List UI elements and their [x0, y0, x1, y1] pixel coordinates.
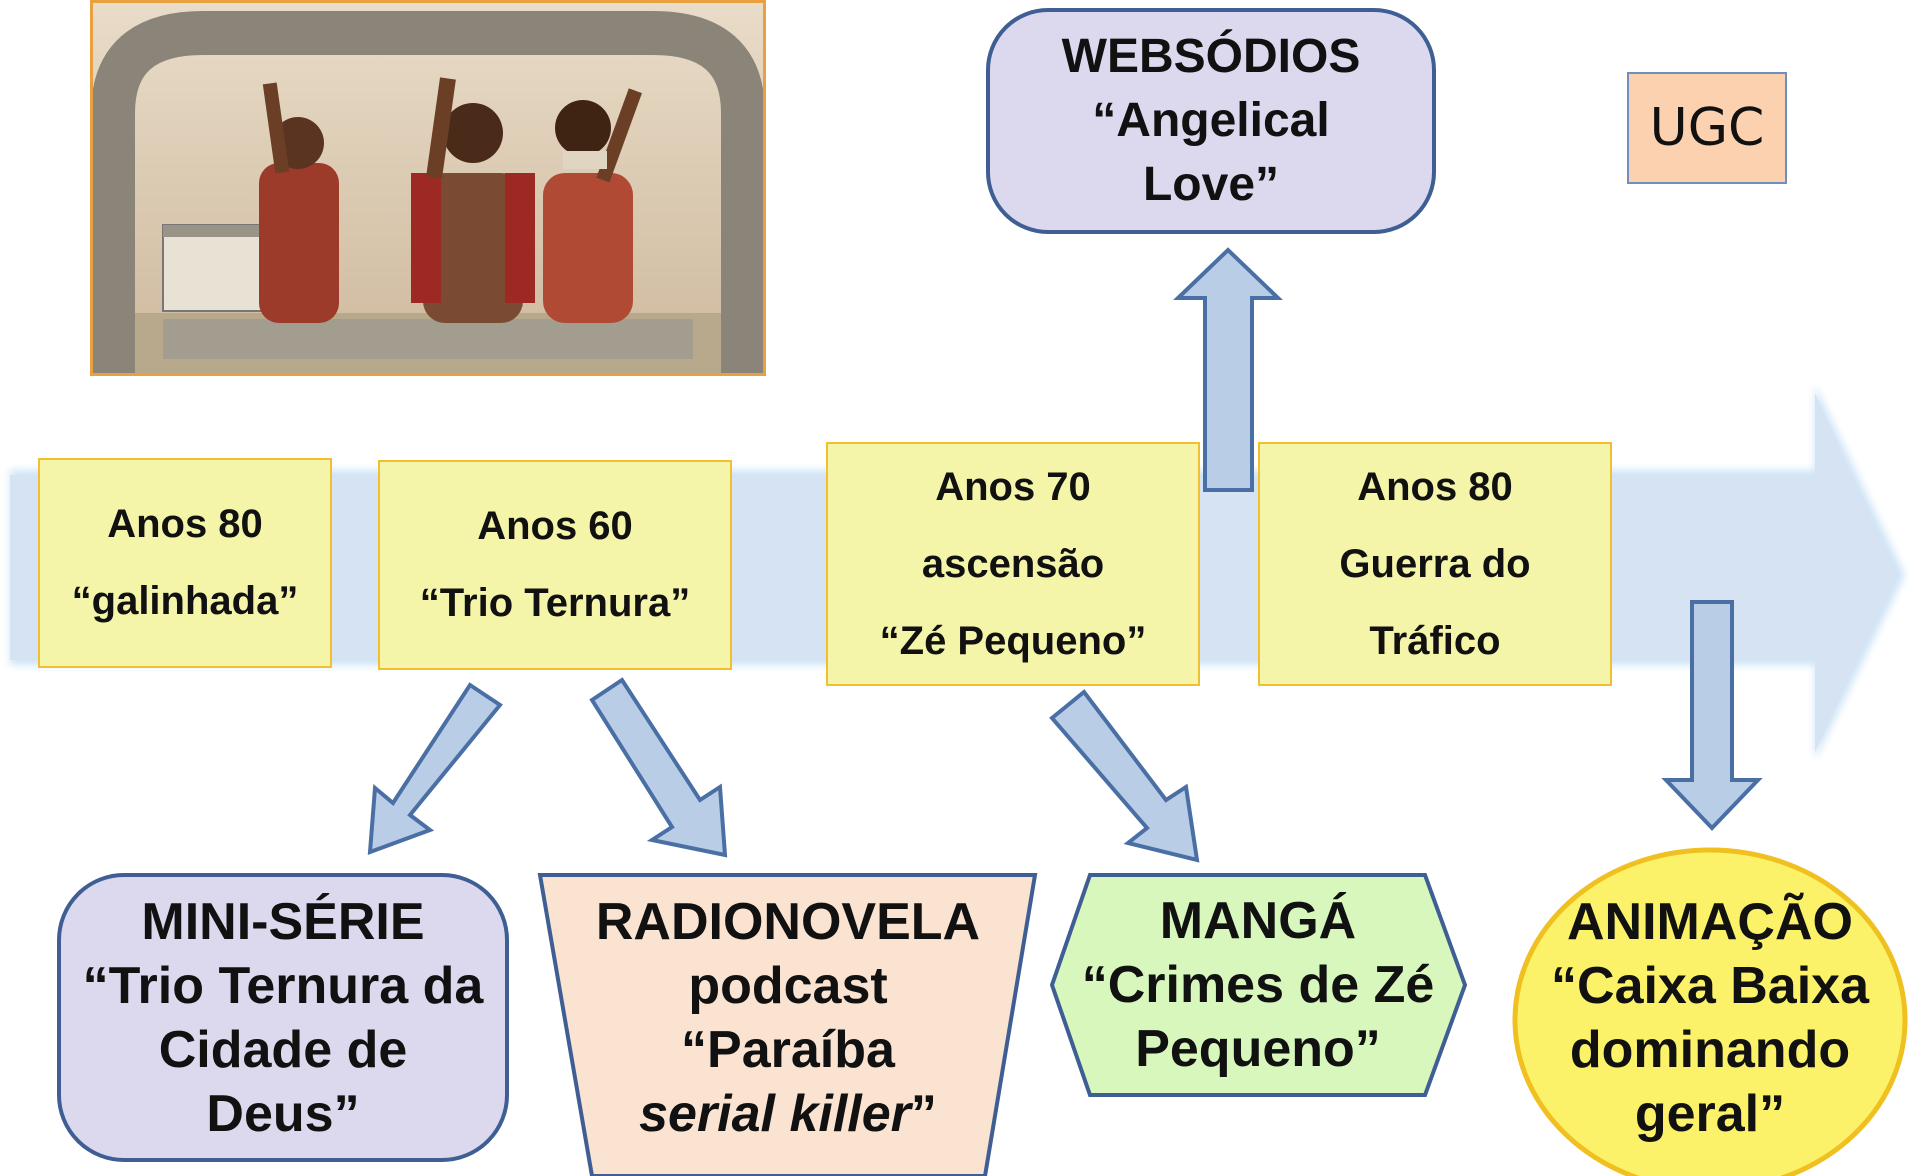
miniserie-title: MINI-SÉRIE [141, 893, 425, 951]
radionovela-title: RADIONOVELA [595, 893, 981, 951]
manga-shape [1049, 873, 1468, 1097]
era-line: Guerra do [1339, 541, 1531, 586]
radionovela-italic: serial killer [639, 1085, 911, 1143]
websodios-title: WEBSÓDIOS [1061, 30, 1361, 83]
websodios-shape [986, 8, 1436, 234]
miniserie-shape [57, 873, 509, 1162]
arrow-to-radionovela [589, 677, 728, 858]
miniserie-label: MINI-SÉRIE “Trio Ternura da Cidade de De… [62, 890, 504, 1146]
animacao-line: dominando [1569, 1021, 1851, 1079]
manga-line: Pequeno” [1135, 1020, 1381, 1078]
ugc-badge: UGC [1627, 72, 1787, 184]
arrow-up-websodios [1173, 247, 1283, 492]
era-box-anos-80-galinhada: Anos 80 “galinhada” [38, 458, 332, 668]
radionovela-line: podcast [688, 957, 888, 1015]
manga-label: MANGÁ “Crimes de Zé Pequeno” [1060, 885, 1456, 1085]
radionovela-shape [537, 873, 1038, 1176]
animacao-shape [1512, 847, 1908, 1176]
era-line: Anos 60 [477, 504, 633, 548]
manga-line: “Crimes de Zé [1081, 956, 1435, 1014]
era-line: Anos 80 [1357, 464, 1513, 509]
animacao-line: geral” [1634, 1085, 1786, 1143]
era-line: “Zé Pequeno” [879, 618, 1147, 663]
era-box-anos-80-trafico: Anos 80 Guerra do Tráfico [1258, 442, 1612, 686]
miniserie-line: Cidade de [158, 1021, 408, 1079]
arrow-to-animacao [1661, 600, 1763, 831]
era-line: Anos 80 [107, 502, 263, 546]
animacao-label: ANIMAÇÃO “Caixa Baixa dominando geral” [1520, 890, 1900, 1146]
era-box-anos-60: Anos 60 “Trio Ternura” [378, 460, 732, 670]
era-line: Tráfico [1369, 618, 1501, 663]
era-box-anos-70: Anos 70 ascensão “Zé Pequeno” [826, 442, 1200, 686]
era-line: “galinhada” [71, 579, 299, 623]
era-line: ascensão [921, 541, 1105, 586]
era-line: Anos 70 [935, 464, 1091, 509]
film-still-photo [90, 0, 766, 376]
radionovela-line: “Paraíba [681, 1021, 895, 1079]
animacao-line: “Caixa Baixa [1551, 957, 1869, 1015]
websodios-line: Love” [1142, 158, 1280, 211]
websodios-line: “Angelical [1092, 94, 1330, 147]
radionovela-line: serial killer” [639, 1082, 937, 1146]
radionovela-quote: ” [910, 1085, 937, 1143]
miniserie-line: Deus” [206, 1085, 360, 1143]
radionovela-label: RADIONOVELA podcast “Paraíba serial kill… [560, 890, 1016, 1146]
websodios-label: WEBSÓDIOS “Angelical Love” [990, 26, 1432, 216]
arrow-to-manga [1049, 689, 1200, 863]
arrow-to-miniserie [367, 682, 503, 855]
era-line: “Trio Ternura” [419, 581, 691, 625]
animacao-title: ANIMAÇÃO [1567, 893, 1853, 951]
manga-title: MANGÁ [1159, 892, 1357, 950]
miniserie-line: “Trio Ternura da [82, 957, 484, 1015]
